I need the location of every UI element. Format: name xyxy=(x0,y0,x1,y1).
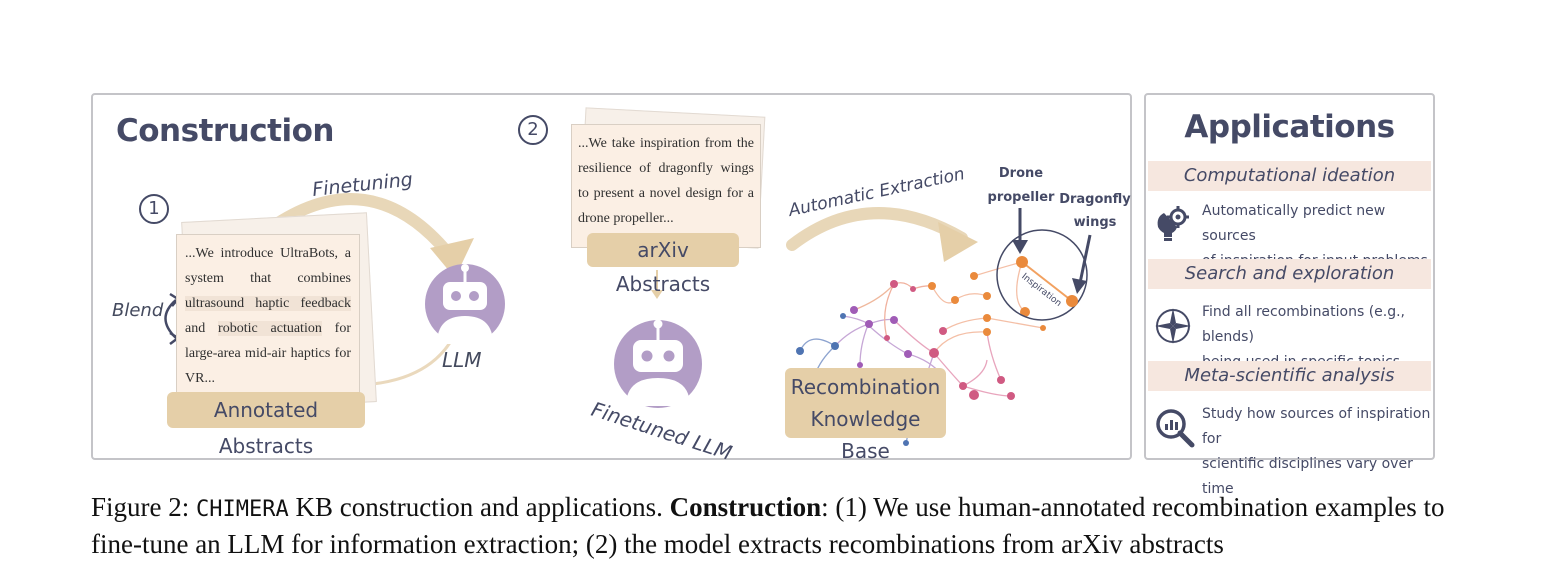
applications-panel: Applications Computational ideation Auto… xyxy=(1144,93,1435,497)
lightbulb-gear-icon xyxy=(1157,206,1189,241)
figure-caption: Figure 2: CHIMERA KB construction and ap… xyxy=(91,490,1456,561)
magnifier-chart-icon xyxy=(1156,409,1195,448)
construction-heading: Construction xyxy=(116,113,334,149)
dragonfly-label-line2: wings xyxy=(1074,215,1117,230)
drone-propeller-node xyxy=(1016,256,1028,268)
app-title-search-exploration: Search and exploration xyxy=(1148,259,1431,289)
arxiv-abstract-card: ...We take inspiration from the resilien… xyxy=(571,124,761,248)
arxiv-abstracts-tag: arXiv Abstracts xyxy=(587,233,739,296)
caption-kb-name: CHIMERA xyxy=(196,497,289,522)
step-1-badge: 1 xyxy=(139,194,169,224)
extraction-arrowhead xyxy=(938,222,978,262)
finetuned-llm-robot-icon xyxy=(614,319,702,408)
llm-robot-icon xyxy=(425,264,505,344)
highlight-ultrasound: ultrasound haptic feedback xyxy=(185,296,351,311)
annotated-abstracts-tag: Annotated Abstracts xyxy=(167,392,365,458)
finetuning-arrowhead xyxy=(430,238,474,278)
drone-label-line1: Drone xyxy=(999,166,1043,181)
kb-label-line2: Knowledge Base xyxy=(810,407,921,463)
dragonfly-label-line1: Dragonfly xyxy=(1059,192,1131,207)
caption-construction-bold: Construction xyxy=(669,492,822,522)
kb-label-line1: Recombination xyxy=(790,375,941,399)
app-desc-meta-scientific: Study how sources of inspiration for sci… xyxy=(1202,406,1431,497)
blend-label: Blend xyxy=(112,300,164,321)
inspiration-magnifier xyxy=(996,229,1088,321)
step-2-badge: 2 xyxy=(518,115,548,145)
annotated-abstract-text-3: for large-area mid-air haptics for VR... xyxy=(185,321,351,386)
annotated-abstract-text-2: and xyxy=(185,321,219,336)
drone-label-line2: propeller xyxy=(988,190,1055,205)
app-title-computational-ideation: Computational ideation xyxy=(1148,161,1431,191)
llm-label: LLM xyxy=(442,348,482,372)
dragonfly-wings-node xyxy=(1066,295,1078,307)
annotated-abstract-text-1: ...We introduce UltraBots, a system that… xyxy=(185,246,351,286)
highlight-robotic: robotic actuation xyxy=(218,321,322,336)
annotated-abstract-card: ...We introduce UltraBots, a system that… xyxy=(176,234,360,398)
extraction-arrow xyxy=(786,207,968,251)
app-title-meta-scientific: Meta-scientific analysis xyxy=(1148,361,1431,391)
compass-icon xyxy=(1155,308,1191,344)
caption-part1: KB construction and applications. xyxy=(288,492,670,522)
caption-prefix: Figure 2: xyxy=(91,492,196,522)
caption-part2: : (1) We use human-annotated recombinati… xyxy=(91,492,1445,559)
recombination-kb-tag: Recombination Knowledge Base xyxy=(785,368,946,463)
applications-heading: Applications xyxy=(1184,109,1395,145)
